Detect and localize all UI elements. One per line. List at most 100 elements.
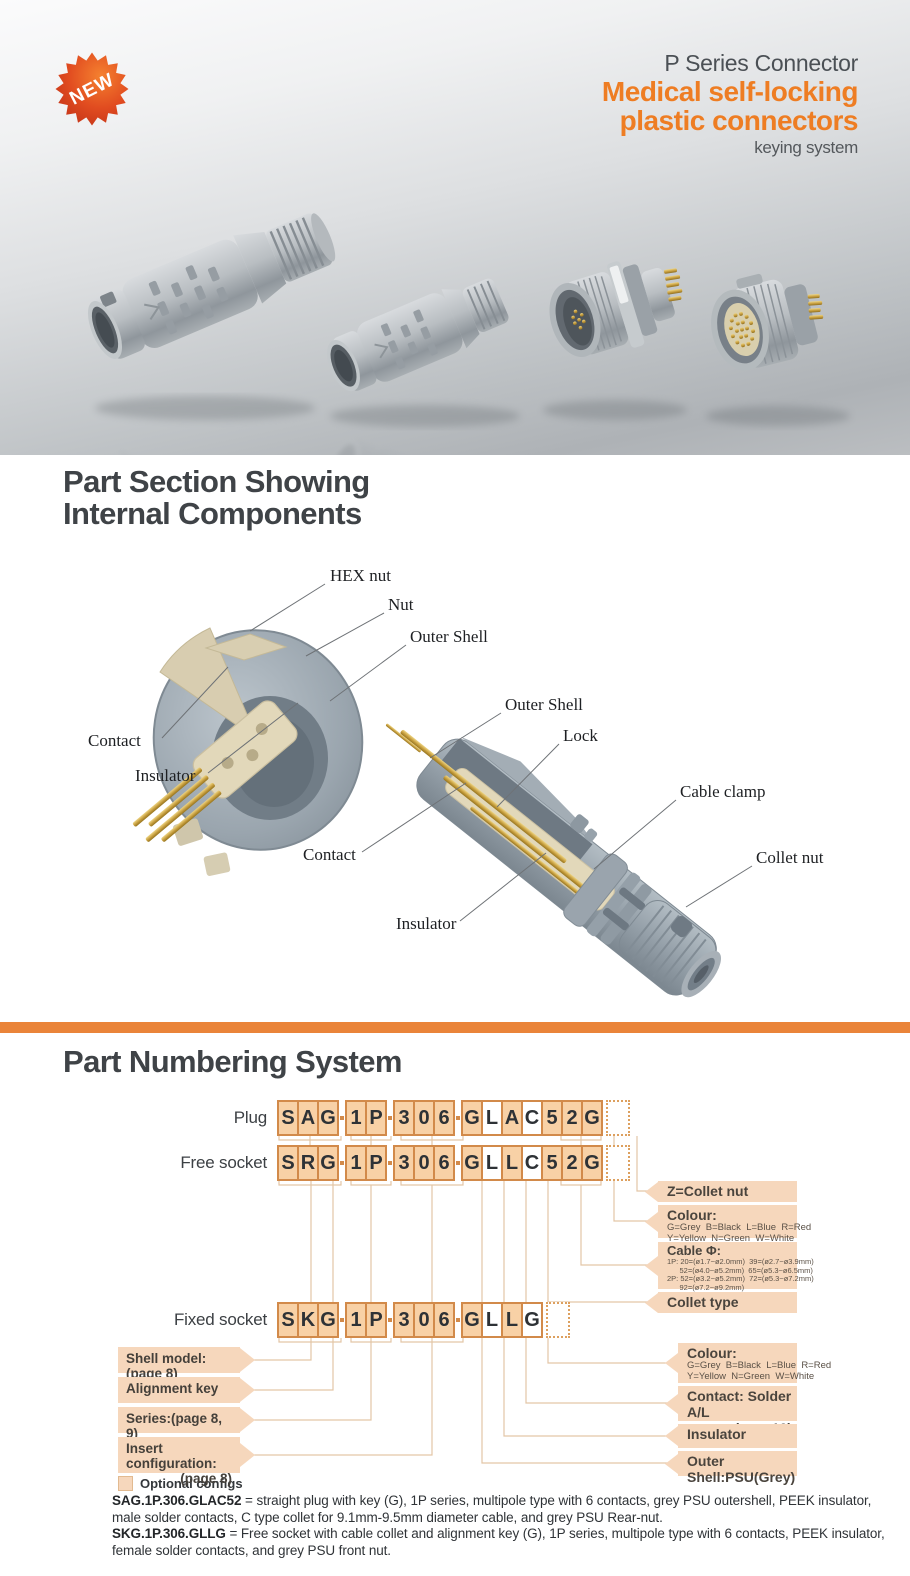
code-cell: G	[317, 1302, 339, 1338]
code-cell: L	[501, 1145, 523, 1181]
diagram-label: Cable clamp	[680, 782, 766, 801]
code-cell: S	[277, 1302, 299, 1338]
diagram-label: Nut	[388, 595, 414, 614]
code-cell: R	[297, 1145, 319, 1181]
code-cell: 5	[541, 1145, 563, 1181]
description-line: SKG.1P.306.GLLG = Free socket with cable…	[112, 1526, 885, 1558]
code-cell: L	[481, 1145, 503, 1181]
code-cell: 0	[413, 1302, 435, 1338]
row-label: Free socket	[180, 1153, 267, 1172]
code-separator-dot	[455, 1145, 461, 1181]
code-cell: 2	[561, 1145, 583, 1181]
code-cell: 0	[413, 1100, 435, 1136]
fixed-socket-cutaway	[132, 627, 364, 876]
right-callout: Cable Φ:1P: 20=(ø1.7~ø2.0mm) 39=(ø2.7~ø3…	[645, 1242, 814, 1291]
code-cell: L	[481, 1302, 503, 1338]
subtitle-line1: Medical self-locking	[601, 76, 859, 107]
diagram-label: Outer Shell	[505, 695, 583, 714]
diagram-label: Outer Shell	[410, 627, 488, 646]
diagram-label: Insulator	[396, 914, 457, 933]
diagram-label: Collet nut	[756, 848, 824, 867]
floor-shadows	[95, 396, 850, 427]
code-cell: C	[521, 1100, 543, 1136]
leader-lines	[161, 583, 753, 922]
right-callout: Outer Shell:PSU(Grey)	[665, 1451, 797, 1485]
code-cell: 3	[393, 1302, 415, 1338]
code-cell: 5	[541, 1100, 563, 1136]
code-separator-dot	[387, 1100, 393, 1136]
floor-reflections	[77, 428, 836, 455]
diagram-label: Contact	[88, 731, 141, 750]
code-cell: L	[481, 1100, 503, 1136]
code-cell: G	[461, 1302, 483, 1338]
left-callout: Shell model:(page 8)	[118, 1347, 255, 1381]
socket-pins	[571, 309, 586, 330]
code-cell: 2	[561, 1100, 583, 1136]
code-cell-optional	[546, 1302, 570, 1338]
numbering-heading: Part Numbering System	[63, 1044, 402, 1079]
orange-divider	[0, 1022, 910, 1033]
code-cell-optional	[606, 1145, 630, 1181]
code-cell: 1	[345, 1100, 367, 1136]
cutaway-drawing	[132, 583, 753, 998]
part-number-descriptions: SAG.1P.306.GLAC52 = straight plug with k…	[112, 1493, 892, 1559]
series-title: P Series Connector	[664, 50, 858, 76]
row-label: Fixed socket	[173, 1310, 267, 1329]
code-cell: L	[501, 1302, 523, 1338]
left-callout: Alignment key	[118, 1377, 255, 1403]
code-cell: P	[365, 1145, 387, 1181]
heading-line2: Internal Components	[63, 496, 362, 531]
plug-cutaway	[385, 723, 722, 998]
code-cell: G	[521, 1302, 543, 1338]
legend-swatch	[118, 1476, 133, 1491]
code-cell: A	[501, 1100, 523, 1136]
left-callout: Series:(page 8, 9)	[118, 1407, 255, 1441]
code-cell: P	[365, 1302, 387, 1338]
connector-photo-fixed-socket-b	[711, 273, 824, 371]
tagline: keying system	[754, 138, 858, 157]
header-titles: P Series Connector Medical self-locking …	[601, 50, 859, 158]
left-callout: Insert configuration:(page 8)	[118, 1437, 255, 1486]
code-cell: G	[581, 1145, 603, 1181]
code-cell: G	[317, 1100, 339, 1136]
right-callout: Insulator	[665, 1424, 797, 1448]
code-separator-dot	[387, 1302, 393, 1338]
diagram-label: HEX nut	[330, 566, 391, 585]
section-heading-parts: Part Section Showing Internal Components	[63, 466, 370, 530]
code-cell: G	[581, 1100, 603, 1136]
code-cell: C	[521, 1145, 543, 1181]
code-cell: S	[277, 1100, 299, 1136]
new-badge: NEW	[55, 52, 129, 126]
code-separator-dot	[387, 1145, 393, 1181]
heading-line1: Part Section Showing	[63, 464, 370, 499]
code-cell: G	[317, 1145, 339, 1181]
code-separator-dot	[339, 1100, 345, 1136]
right-callout: Collet type	[645, 1292, 797, 1313]
code-cell: 3	[393, 1100, 415, 1136]
code-cell: 6	[433, 1145, 455, 1181]
code-cell: 1	[345, 1145, 367, 1181]
code-cell-optional	[606, 1100, 630, 1136]
code-cell: 1	[345, 1302, 367, 1338]
code-cell: 6	[433, 1302, 455, 1338]
code-cell: A	[297, 1100, 319, 1136]
product-photos	[77, 213, 850, 455]
subtitle-line2: plastic connectors	[619, 105, 859, 136]
row-label: Plug	[233, 1108, 267, 1127]
part-numbering-section: Part Numbering System Optional configs S…	[0, 1040, 910, 1576]
hero-banner: NEW P Series Connector Medical self-lock…	[0, 0, 910, 455]
legend-label: Optional configs	[140, 1476, 243, 1491]
code-cell: P	[365, 1100, 387, 1136]
socket-contact-dots	[728, 311, 756, 348]
connector-photo-free-socket	[327, 278, 509, 392]
code-cell: 6	[433, 1100, 455, 1136]
code-separator-dot	[455, 1302, 461, 1338]
description-line: SAG.1P.306.GLAC52 = straight plug with k…	[112, 1493, 872, 1525]
connector-photo-fixed-socket-a	[549, 261, 683, 358]
diagram-label: Lock	[563, 726, 598, 745]
